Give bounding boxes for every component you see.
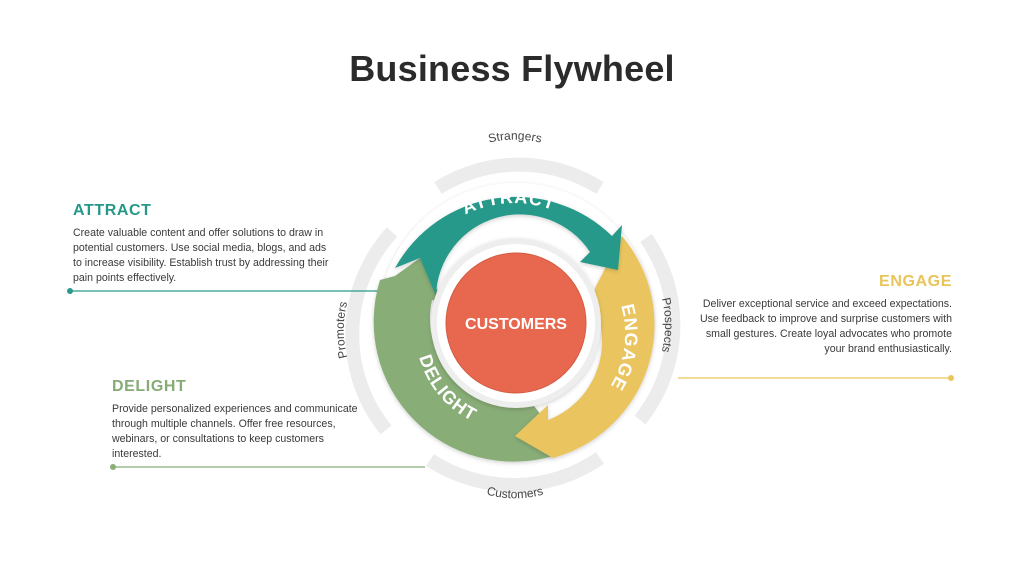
outer-ring — [345, 157, 681, 492]
attract-heading: ATTRACT — [73, 202, 152, 219]
engage-segment — [515, 236, 655, 458]
delight-description: Provide personalized experiences and com… — [112, 403, 358, 460]
engage-connector-dot — [948, 375, 954, 381]
center-circle — [445, 252, 587, 394]
page-title: Business Flywheel — [349, 48, 675, 89]
delight-connector-dot — [110, 464, 116, 470]
outer-label-strangers: Strangers — [487, 129, 543, 146]
outer-label-prospects: Prospects — [659, 296, 676, 354]
attract-connector-dot — [67, 288, 73, 294]
engage-description: Deliver exceptional service and exceed e… — [699, 298, 952, 355]
svg-text:Strangers: Strangers — [487, 129, 543, 146]
attract-description: Create valuable content and offer soluti… — [73, 227, 329, 284]
svg-text:Customers: Customers — [486, 484, 545, 502]
center-label: CUSTOMERS — [465, 316, 567, 333]
attract-block: ATTRACT Create valuable content and offe… — [73, 202, 335, 286]
engage-heading: ENGAGE — [879, 273, 952, 290]
engage-block: ENGAGE Deliver exceptional service and e… — [692, 273, 952, 357]
outer-label-customers: Customers — [486, 484, 545, 502]
outer-label-promoters: Promoters — [333, 300, 351, 360]
attract-segment — [395, 196, 622, 296]
delight-heading: DELIGHT — [112, 378, 187, 395]
svg-text:Promoters: Promoters — [333, 300, 351, 360]
delight-block: DELIGHT Provide personalized experiences… — [112, 378, 372, 462]
svg-text:Prospects: Prospects — [659, 296, 676, 354]
delight-segment — [373, 258, 553, 462]
